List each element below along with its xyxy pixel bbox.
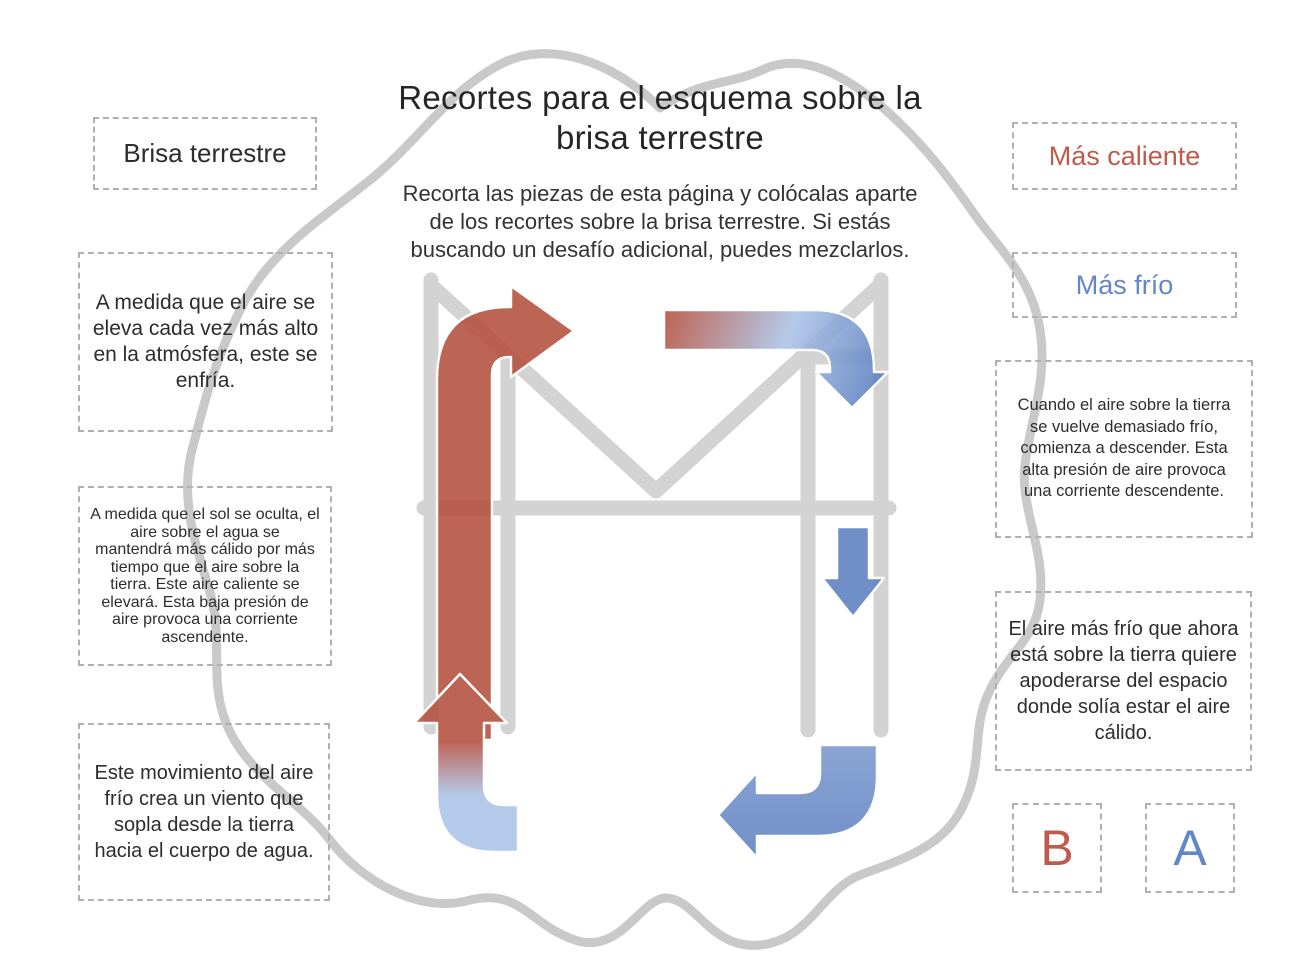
- page-title-line-1: Recortes para el esquema sobre la: [398, 79, 922, 116]
- wavy-blob-outline: [182, 49, 1047, 950]
- cutout-card-air-descends: Cuando el aire sobre la tierra se vuelve…: [995, 360, 1253, 538]
- cutout-label-mas-caliente: Más caliente: [1012, 122, 1237, 190]
- warm-air-rising-elbow-arrow-icon: [435, 284, 576, 742]
- warm-to-cool-gradient-arrow-icon: [662, 308, 890, 410]
- cutout-label: Brisa terrestre: [123, 138, 287, 168]
- cutout-text: A medida que el sol se oculta, el aire s…: [90, 506, 320, 646]
- page-title: Recortes para el esquema sobre la brisa …: [310, 78, 1010, 158]
- cutout-card-air-rises-cools: A medida que el aire se eleva cada vez m…: [78, 252, 333, 432]
- letter-b-label: B: [1040, 820, 1074, 876]
- cutout-card-cold-air-wind: Este movimiento del aire frío crea un vi…: [78, 723, 330, 901]
- instructions-line-1: Recorta las piezas de esta página y coló…: [402, 181, 918, 206]
- page-title-line-2: brisa terrestre: [555, 119, 765, 156]
- instructions-line-3: buscando un desafío adicional, puedes me…: [410, 237, 910, 262]
- cutout-text: A medida que el aire se eleva cada vez m…: [92, 291, 319, 392]
- cool-air-descending-arrow-icon: [820, 525, 886, 619]
- breeze-cycle-arrows: [412, 284, 890, 860]
- cutout-label-mas-frio: Más frío: [1012, 252, 1237, 318]
- cutout-card-cold-air-takes-space: El aire más frío que ahora está sobre la…: [995, 591, 1252, 771]
- cool-air-flow-left-elbow-arrow-icon: [716, 743, 879, 860]
- page-header: Recortes para el esquema sobre la brisa …: [310, 78, 1010, 264]
- cutout-letter-b: B: [1012, 803, 1102, 893]
- letter-a-label: A: [1173, 820, 1207, 876]
- cutout-title-brisa-terrestre: Brisa terrestre: [93, 117, 317, 190]
- cutout-text: El aire más frío que ahora está sobre la…: [1008, 618, 1239, 744]
- cutout-label: Más frío: [1075, 269, 1174, 300]
- cool-to-warm-rising-gradient-arrow-icon: [412, 672, 520, 854]
- cutout-letter-a: A: [1145, 803, 1235, 893]
- page-instructions: Recorta las piezas de esta página y coló…: [310, 180, 1010, 264]
- cutout-text: Este movimiento del aire frío crea un vi…: [94, 762, 314, 862]
- cutout-card-sun-sets-warm-water: A medida que el sol se oculta, el aire s…: [78, 486, 332, 666]
- cutout-text: Cuando el aire sobre la tierra se vuelve…: [1017, 396, 1231, 501]
- instructions-line-2: de los recortes sobre la brisa terrestre…: [429, 209, 891, 234]
- cutout-label: Más caliente: [1048, 140, 1201, 171]
